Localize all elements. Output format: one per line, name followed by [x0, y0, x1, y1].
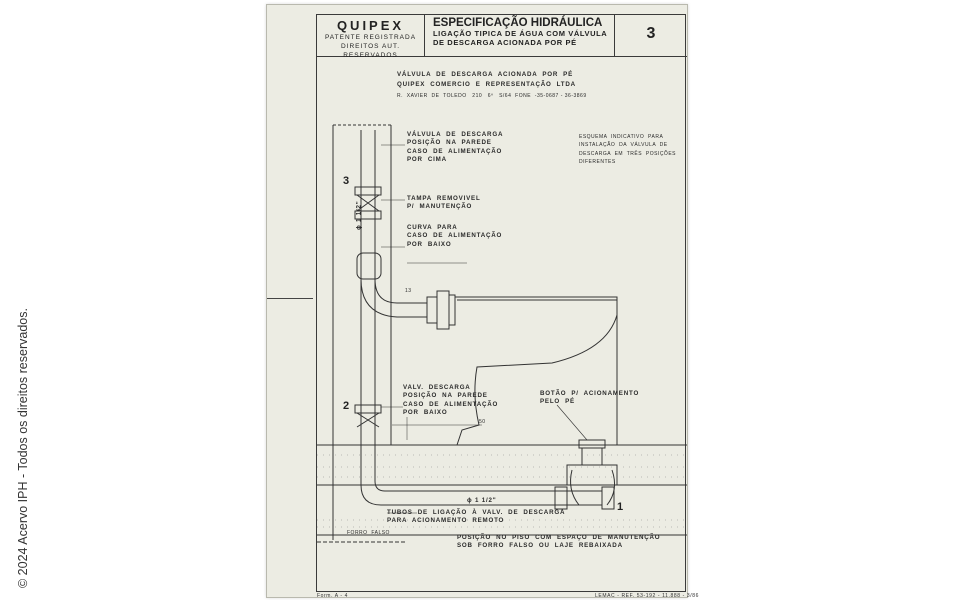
- sheet-number: 3: [615, 15, 687, 57]
- pipe-dimension-vertical: ϕ 1 1/2": [355, 200, 363, 230]
- brand-patent: PATENTE REGISTRADA: [324, 34, 417, 41]
- note-floor-position: POSIÇÃO NO PISO COM ESPAÇO DE MANUTENÇÃO…: [457, 534, 661, 550]
- note-foot-button: BOTÃO P/ ACIONAMENTO PELO PÉ: [540, 390, 640, 406]
- intro-line-2: QUIPEX COMERCIO E REPRESENTAÇÃO LTDA: [397, 81, 576, 88]
- sheet-subtitle-1: LIGAÇÃO TIPICA DE ÁGUA COM VÁLVULA: [433, 29, 608, 38]
- footer-form: Form. A - 4: [317, 593, 349, 599]
- position-3-label: 3: [343, 175, 350, 187]
- note-valve-low: VALV. DESCARGA POSIÇÃO NA PAREDE CASO DE…: [403, 384, 499, 417]
- note-schema: ESQUEMA INDICATIVO PARA INSTALAÇÃO DA VÁ…: [579, 134, 676, 166]
- floor-pipe: [360, 455, 567, 506]
- title-block: ESPECIFICAÇÃO HIDRÁULICA LIGAÇÃO TIPICA …: [425, 15, 615, 57]
- curve-elbow: [356, 252, 382, 280]
- intro-line-3: R. XAVIER DE TOLEDO 210 6º S/64 FONE -35…: [397, 93, 587, 99]
- position-2-label: 2: [343, 400, 350, 412]
- note-removable-cover: TAMPA REMOVIVEL P/ MANUTENÇÃO: [407, 195, 481, 211]
- foot-button: [578, 439, 606, 449]
- binding-margin-line: [267, 298, 313, 299]
- drawing-sheet: QUIPEX PATENTE REGISTRADA DIREITOS AUT. …: [266, 4, 698, 599]
- lower-valve-body: [354, 404, 382, 414]
- brand-block: QUIPEX PATENTE REGISTRADA DIREITOS AUT. …: [317, 15, 425, 59]
- note-false-ceiling: FORRO FALSO: [347, 530, 390, 536]
- plumbing-drawing: [317, 124, 687, 543]
- intro-line-1: VÁLVULA DE DESCARGA ACIONADA POR PÉ: [397, 71, 574, 78]
- note-valve-top: VÁLVULA DE DESCARGA POSIÇÃO NA PAREDE CA…: [407, 131, 504, 164]
- note-remote-tubes: TUBOS DE LIGAÇÃO À VALV. DE DESCARGA PAR…: [387, 509, 566, 525]
- drawing-frame: QUIPEX PATENTE REGISTRADA DIREITOS AUT. …: [316, 14, 687, 592]
- pipe-dimension-horizontal: ϕ 1 1/2": [467, 497, 497, 504]
- brand-name: QUIPEX: [336, 18, 405, 33]
- copyright-credit: © 2024 Acervo IPH - Todos os direitos re…: [16, 308, 30, 588]
- position-1-label: 1: [617, 501, 624, 513]
- elbow-pipe: [360, 278, 427, 318]
- upper-valve-body: [354, 186, 382, 196]
- note-curve: CURVA PARA CASO DE ALIMENTAÇÃO POR BAIXO: [407, 224, 503, 248]
- sheet-subtitle-2: DE DESCARGA ACIONADA POR PÉ: [433, 38, 577, 47]
- dimension-50: 50: [479, 419, 486, 425]
- sheet-title: ESPECIFICAÇÃO HIDRÁULICA: [433, 17, 603, 29]
- footer-reference: LEMAC - REF. 53-192 - 11.888 - 3/86: [595, 593, 700, 599]
- dimension-13: 13: [405, 288, 412, 294]
- brand-rights: DIREITOS AUT. RESERVADOS: [340, 43, 401, 59]
